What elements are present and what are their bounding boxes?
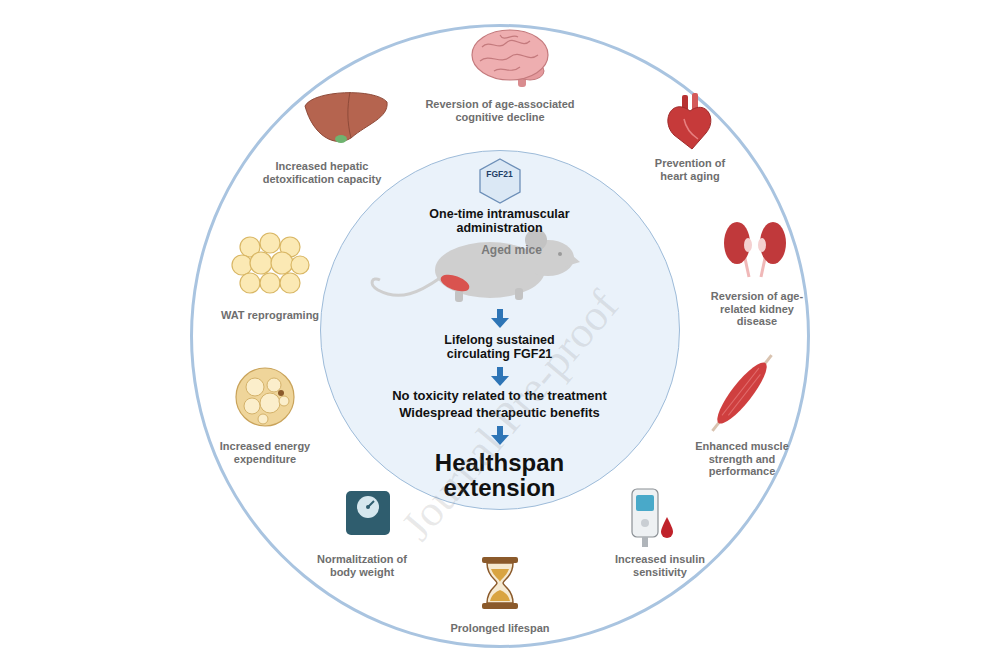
outer-circle: Reversion of age-associated cognitive de…	[190, 24, 810, 648]
outcome-label: WAT reprograming	[210, 309, 330, 322]
glucometer-icon	[632, 489, 673, 547]
flow-text: One-time intramuscular administration	[415, 207, 585, 236]
outcome-label: Normalitzation of body weight	[312, 553, 412, 578]
flow-text: Aged mice	[472, 244, 552, 258]
scale-icon	[346, 491, 390, 535]
heart-icon	[668, 93, 711, 149]
outcome-label: Prolonged lifespan	[440, 622, 560, 635]
brain-icon	[472, 30, 548, 87]
outcome-label: Reversion of age-associated cognitive de…	[400, 98, 600, 123]
wat-icon	[232, 233, 309, 293]
hexagon-outline	[477, 158, 523, 204]
muscle-icon	[705, 349, 780, 437]
hourglass-icon	[482, 557, 518, 609]
fat-cell-icon	[236, 368, 294, 426]
outcome-label: Enhanced muscle strength and performance	[682, 440, 802, 478]
outcome-label: Increased insulin sensitivity	[610, 553, 710, 578]
kidney-icon	[724, 222, 786, 277]
outcome-label: Increased hepatic detoxification capacit…	[262, 160, 382, 185]
liver-icon	[305, 92, 387, 143]
outcome-label: Reversion of age-related kidney disease	[707, 290, 807, 328]
outcome-label: Prevention of heart aging	[645, 157, 735, 182]
hexagon-label: FGF21	[477, 170, 523, 180]
outcome-label: Increased energy expenditure	[215, 440, 315, 465]
hexagon-node: FGF21	[477, 158, 523, 204]
hexagon-shape	[480, 159, 520, 203]
